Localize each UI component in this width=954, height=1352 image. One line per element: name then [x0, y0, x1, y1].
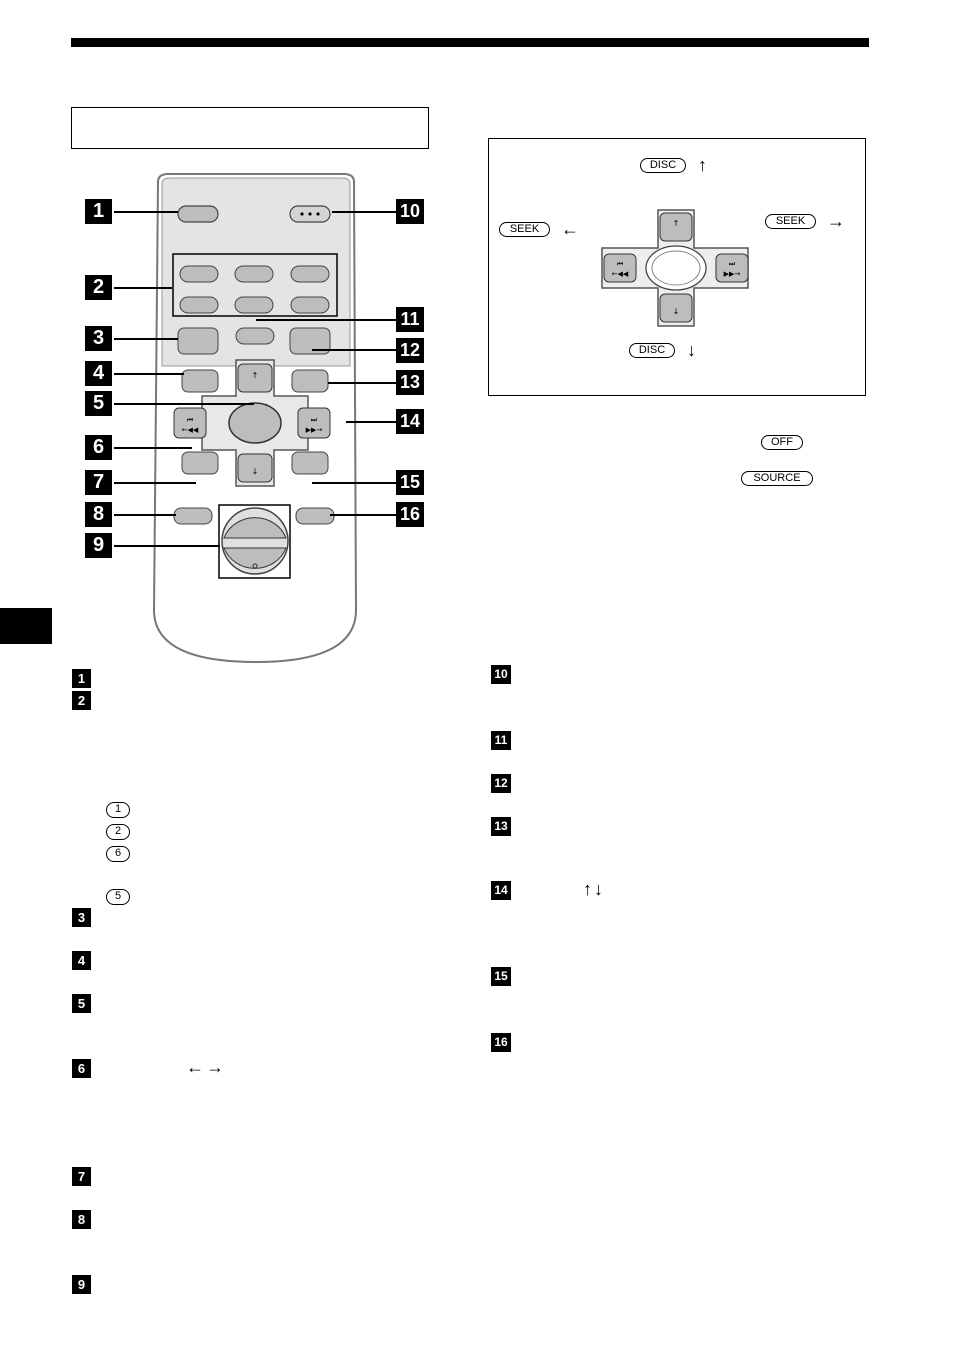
- section-title-box: [71, 107, 429, 149]
- callout-13: 13: [396, 370, 424, 395]
- svg-text:⏭: ⏭: [311, 416, 318, 424]
- svg-text:⏮: ⏮: [187, 416, 193, 424]
- list-number-9: 9: [72, 1275, 91, 1294]
- up-down-arrows-icon: ↑↓: [583, 879, 605, 899]
- arrow-down-icon: ↓: [687, 340, 696, 360]
- arrow-left-icon: ←: [561, 219, 579, 239]
- leader-line: [114, 545, 220, 547]
- callout-8: 8: [85, 502, 112, 527]
- list-number-13: 13: [491, 817, 511, 836]
- key-1-button: 1: [106, 802, 130, 818]
- key-2-button: 2: [106, 824, 130, 840]
- leader-line: [114, 482, 196, 484]
- callout-11: 11: [396, 307, 424, 332]
- callout-2: 2: [85, 275, 112, 300]
- callout-15: 15: [396, 470, 424, 495]
- list-number-10: 10: [491, 665, 511, 684]
- dpad-illustration: ↑ ↓ ⏮ ←◀◀ ⏭ ▶▶→: [601, 209, 749, 327]
- leader-line: [114, 338, 178, 340]
- callout-12: 12: [396, 338, 424, 363]
- callout-7: 7: [85, 470, 112, 495]
- header-bar: [71, 38, 869, 47]
- list-number-16: 16: [491, 1033, 511, 1052]
- leader-line: [312, 482, 396, 484]
- source-button: SOURCE: [741, 471, 813, 486]
- svg-text:▶▶→: ▶▶→: [306, 426, 323, 434]
- svg-text:↑: ↑: [673, 219, 680, 228]
- seek-left-label: SEEK: [499, 222, 550, 237]
- leader-line: [114, 514, 176, 516]
- list-number-3: 3: [72, 908, 91, 927]
- callout-9: 9: [85, 533, 112, 558]
- svg-text:←◀◀: ←◀◀: [612, 270, 629, 278]
- off-button: OFF: [761, 435, 803, 450]
- page-edge-tab: [0, 608, 52, 644]
- left-right-arrows-icon: ←→: [186, 1057, 226, 1077]
- disc-up-label: DISC: [640, 158, 686, 173]
- callout-1: 1: [85, 199, 112, 224]
- svg-text:↓: ↓: [252, 467, 259, 476]
- list-number-14: 14: [491, 881, 511, 900]
- callout-5: 5: [85, 391, 112, 416]
- svg-text:↑: ↑: [252, 371, 259, 380]
- list-number-12: 12: [491, 774, 511, 793]
- svg-text:⏮: ⏮: [617, 260, 623, 268]
- leader-line: [256, 319, 396, 321]
- svg-text:↓: ↓: [673, 307, 680, 316]
- control-diagram-box: [488, 138, 866, 396]
- leader-line: [114, 403, 254, 405]
- arrow-up-icon: ↑: [698, 155, 707, 175]
- leader-line: [114, 287, 172, 289]
- leader-line: [114, 447, 192, 449]
- disc-down-label: DISC: [629, 343, 675, 358]
- remote-control-illustration: ↑ ↓ ⏮ ←◀◀ ⏭ ▶▶→: [152, 173, 358, 664]
- svg-text:←◀◀: ←◀◀: [182, 426, 199, 434]
- leader-line: [114, 211, 178, 213]
- list-number-8: 8: [72, 1210, 91, 1229]
- key-6-button: 6: [106, 846, 130, 862]
- svg-text:⏭: ⏭: [729, 260, 736, 268]
- leader-line: [312, 349, 396, 351]
- list-number-2: 2: [72, 691, 91, 710]
- seek-right-label: SEEK: [765, 214, 816, 229]
- key-5-button: 5: [106, 889, 130, 905]
- callout-16: 16: [396, 502, 424, 527]
- list-number-7: 7: [72, 1167, 91, 1186]
- list-number-5: 5: [72, 994, 91, 1013]
- svg-text:▶▶→: ▶▶→: [724, 270, 741, 278]
- callout-3: 3: [85, 326, 112, 351]
- callout-4: 4: [85, 361, 112, 386]
- list-number-6: 6: [72, 1059, 91, 1078]
- leader-line: [328, 382, 396, 384]
- arrow-right-icon: →: [827, 211, 845, 231]
- leader-line: [114, 373, 184, 375]
- callout-14: 14: [396, 409, 424, 434]
- list-number-1: 1: [72, 669, 91, 688]
- leader-line: [330, 514, 396, 516]
- leader-line: [346, 421, 396, 423]
- callout-6: 6: [85, 435, 112, 460]
- leader-line: [332, 211, 396, 213]
- list-number-4: 4: [72, 951, 91, 970]
- callout-10: 10: [396, 199, 424, 224]
- list-number-15: 15: [491, 967, 511, 986]
- list-number-11: 11: [491, 731, 511, 750]
